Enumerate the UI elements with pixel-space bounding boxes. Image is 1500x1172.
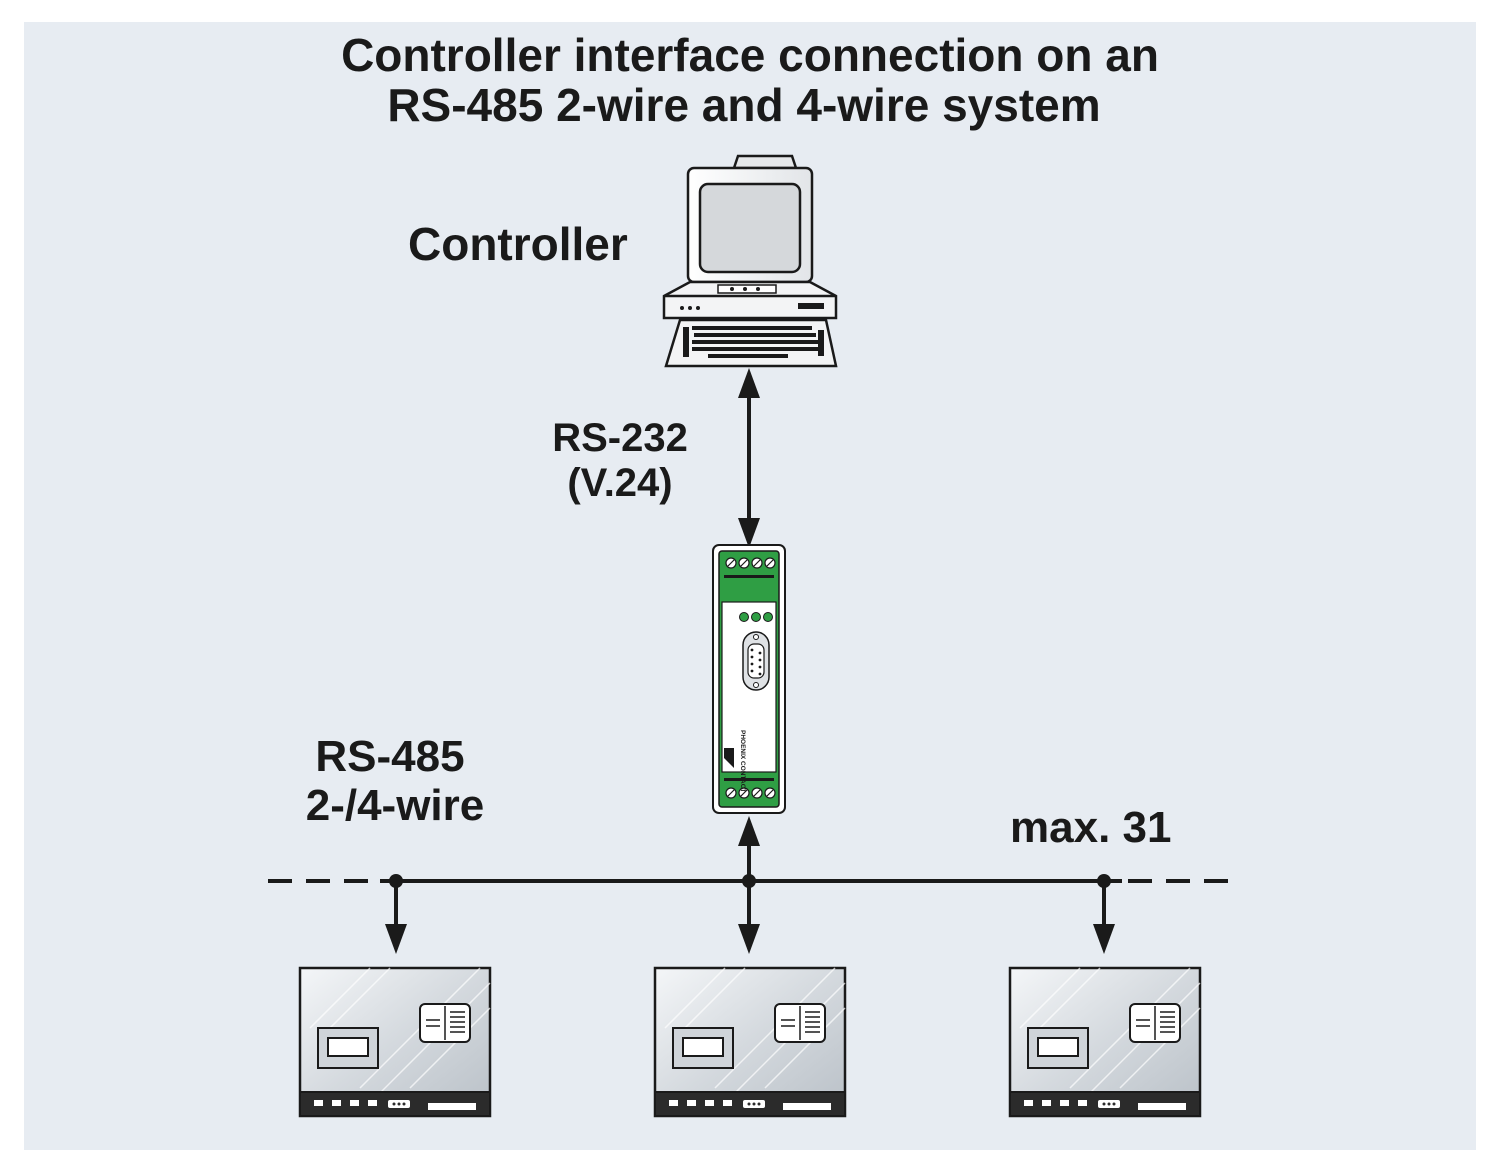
diagram-title-line1: Controller interface connection on an bbox=[341, 29, 1159, 81]
field-device-icon bbox=[653, 966, 847, 1118]
drop-link-1 bbox=[385, 881, 407, 954]
rs485-label: RS-485 bbox=[315, 732, 465, 781]
drop-link-3 bbox=[1093, 881, 1115, 954]
rs232-link bbox=[738, 368, 760, 548]
v24-label: (V.24) bbox=[567, 461, 673, 505]
wire-type-label: 2-/4-wire bbox=[305, 781, 485, 830]
converter-bus-link bbox=[738, 816, 760, 954]
field-device-icon bbox=[1008, 966, 1202, 1118]
max-devices-label: max. 31 bbox=[1010, 803, 1172, 852]
rs232-label: RS-232 bbox=[552, 416, 688, 460]
field-device-icon bbox=[298, 966, 492, 1118]
converter-brand: PHOENIX CONTACT bbox=[739, 730, 746, 792]
computer-icon bbox=[662, 154, 838, 368]
controller-label: Controller bbox=[408, 218, 628, 270]
diagram-title-line2: RS-485 2-wire and 4-wire system bbox=[387, 79, 1101, 131]
interface-converter-icon: PHOENIX CONTACT bbox=[712, 544, 786, 814]
